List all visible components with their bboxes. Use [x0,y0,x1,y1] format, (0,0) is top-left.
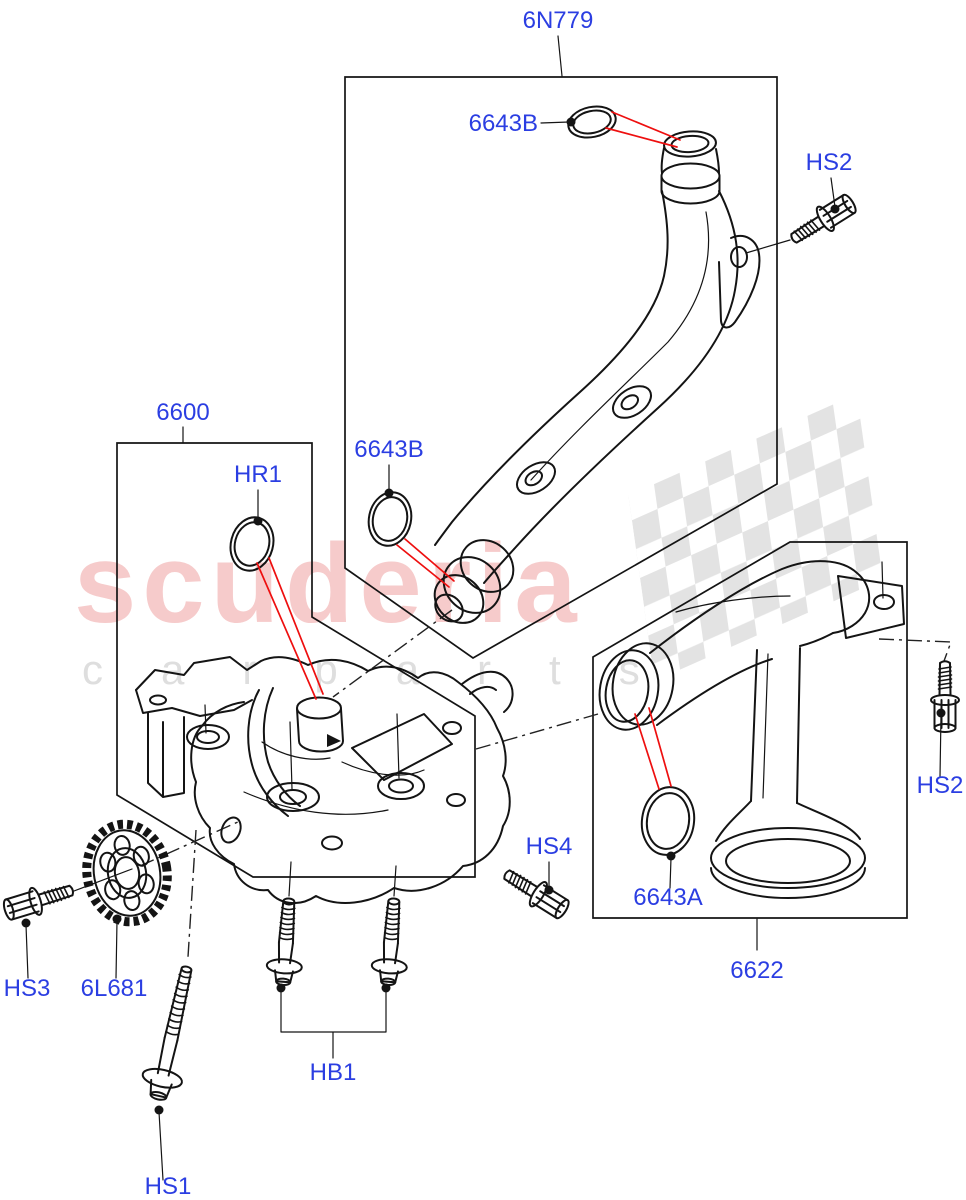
tube-bracket-upper [718,235,761,329]
drive-gear [82,819,172,927]
screw-hs2-right [930,660,960,733]
label-6622[interactable]: 6622 [730,957,783,984]
oring-6643b-mid [367,491,413,547]
label-6643b-top[interactable]: 6643B [469,110,538,137]
screw-hs2-top [784,188,861,253]
box-oil-pump-6600 [116,442,476,878]
label-6l681[interactable]: 6L681 [81,975,148,1002]
oil-pickup-tube [598,560,905,899]
oring-6643a [640,786,696,856]
watermark-checker-flag [628,393,883,682]
label-hr1[interactable]: HR1 [234,461,282,488]
construction-lines [139,609,952,958]
bolt-hb1-right [369,896,413,988]
label-hs1[interactable]: HS1 [145,1173,192,1200]
screw-hs4 [497,860,574,925]
pickup-bracket [837,575,905,639]
label-hs3[interactable]: HS3 [4,975,51,1002]
screw-hs3 [0,875,78,926]
label-hs2-right[interactable]: HS2 [917,772,964,799]
leader-lines [21,35,946,1181]
watermark-subtext: carparts [82,646,698,693]
bolt-hb1-left [264,896,308,988]
tube-tab-lower [516,461,556,495]
oil-pump [135,656,514,905]
oring-6643b-top [567,105,617,139]
label-6643a[interactable]: 6643A [633,884,702,911]
label-6600[interactable]: 6600 [156,399,209,426]
pointer-arrows [256,111,681,790]
label-hs4[interactable]: HS4 [526,833,573,860]
label-6n779[interactable]: 6N779 [523,7,594,34]
tube-end-boss [433,539,515,624]
label-hs2-top[interactable]: HS2 [806,149,853,176]
label-6643b-mid[interactable]: 6643B [354,436,423,463]
pump-shaft-boss [296,696,344,753]
box-pickup-6622 [592,541,908,919]
watermark: scuderia carparts [74,393,883,693]
tube-tab-mid [612,385,652,419]
box-feed-tube-6n779 [344,76,778,660]
label-hb1[interactable]: HB1 [310,1059,357,1086]
oil-feed-tube [433,130,761,624]
bolt-hs1 [137,961,208,1105]
